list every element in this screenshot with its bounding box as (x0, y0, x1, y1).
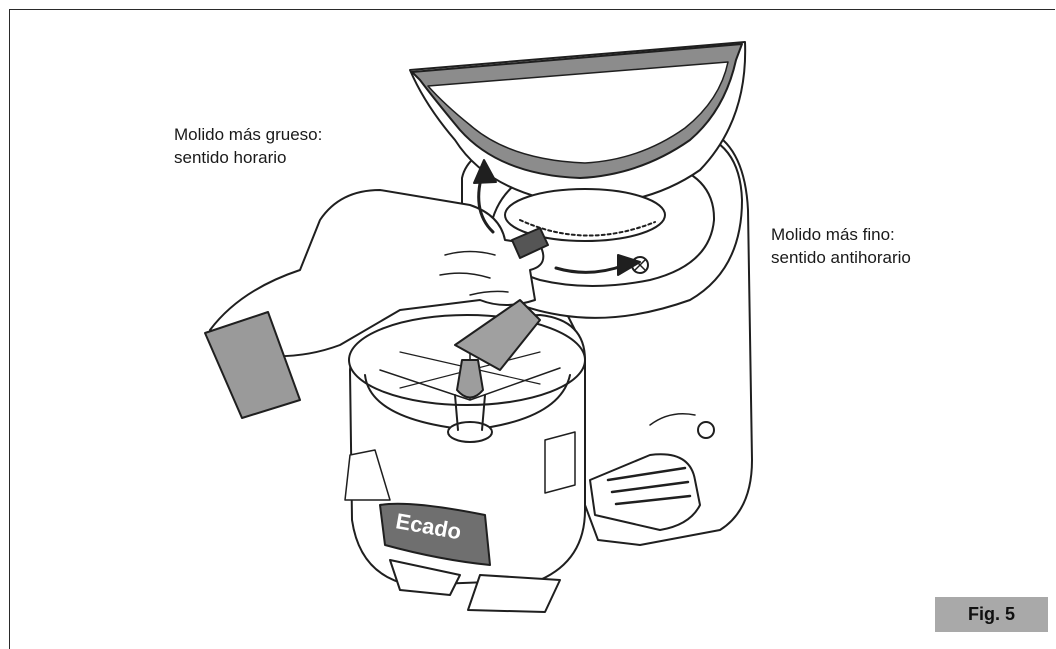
grind-handle (511, 227, 549, 259)
arrow-clockwise-head (473, 159, 497, 184)
callout-fine-line2: sentido antihorario (771, 248, 911, 267)
side-button (697, 421, 715, 439)
doser-window-left (344, 449, 391, 501)
callout-fine-line1: Molido más fino: (771, 225, 895, 244)
arrow-counterclockwise-head (617, 254, 641, 276)
callout-coarse-line1: Molido más grueso: (174, 125, 323, 144)
callout-fine-grind: Molido más fino: sentido antihorario (771, 223, 911, 269)
figure-frame (9, 9, 1055, 649)
dosing-lever (589, 453, 701, 531)
grind-adjust-ring (504, 188, 666, 242)
grinder-foot-right (467, 574, 561, 613)
doser-lid-flap (454, 299, 541, 371)
callout-coarse-line2: sentido horario (174, 148, 287, 167)
paper-card (204, 311, 301, 419)
doser-spindle (456, 359, 484, 399)
grinder-foot-left (389, 559, 461, 596)
side-logo (649, 413, 696, 426)
figure-label: Fig. 5 (935, 597, 1048, 632)
brand-plate (379, 502, 491, 566)
callout-coarse-grind: Molido más grueso: sentido horario (174, 123, 322, 169)
doser-window-right (544, 431, 576, 494)
